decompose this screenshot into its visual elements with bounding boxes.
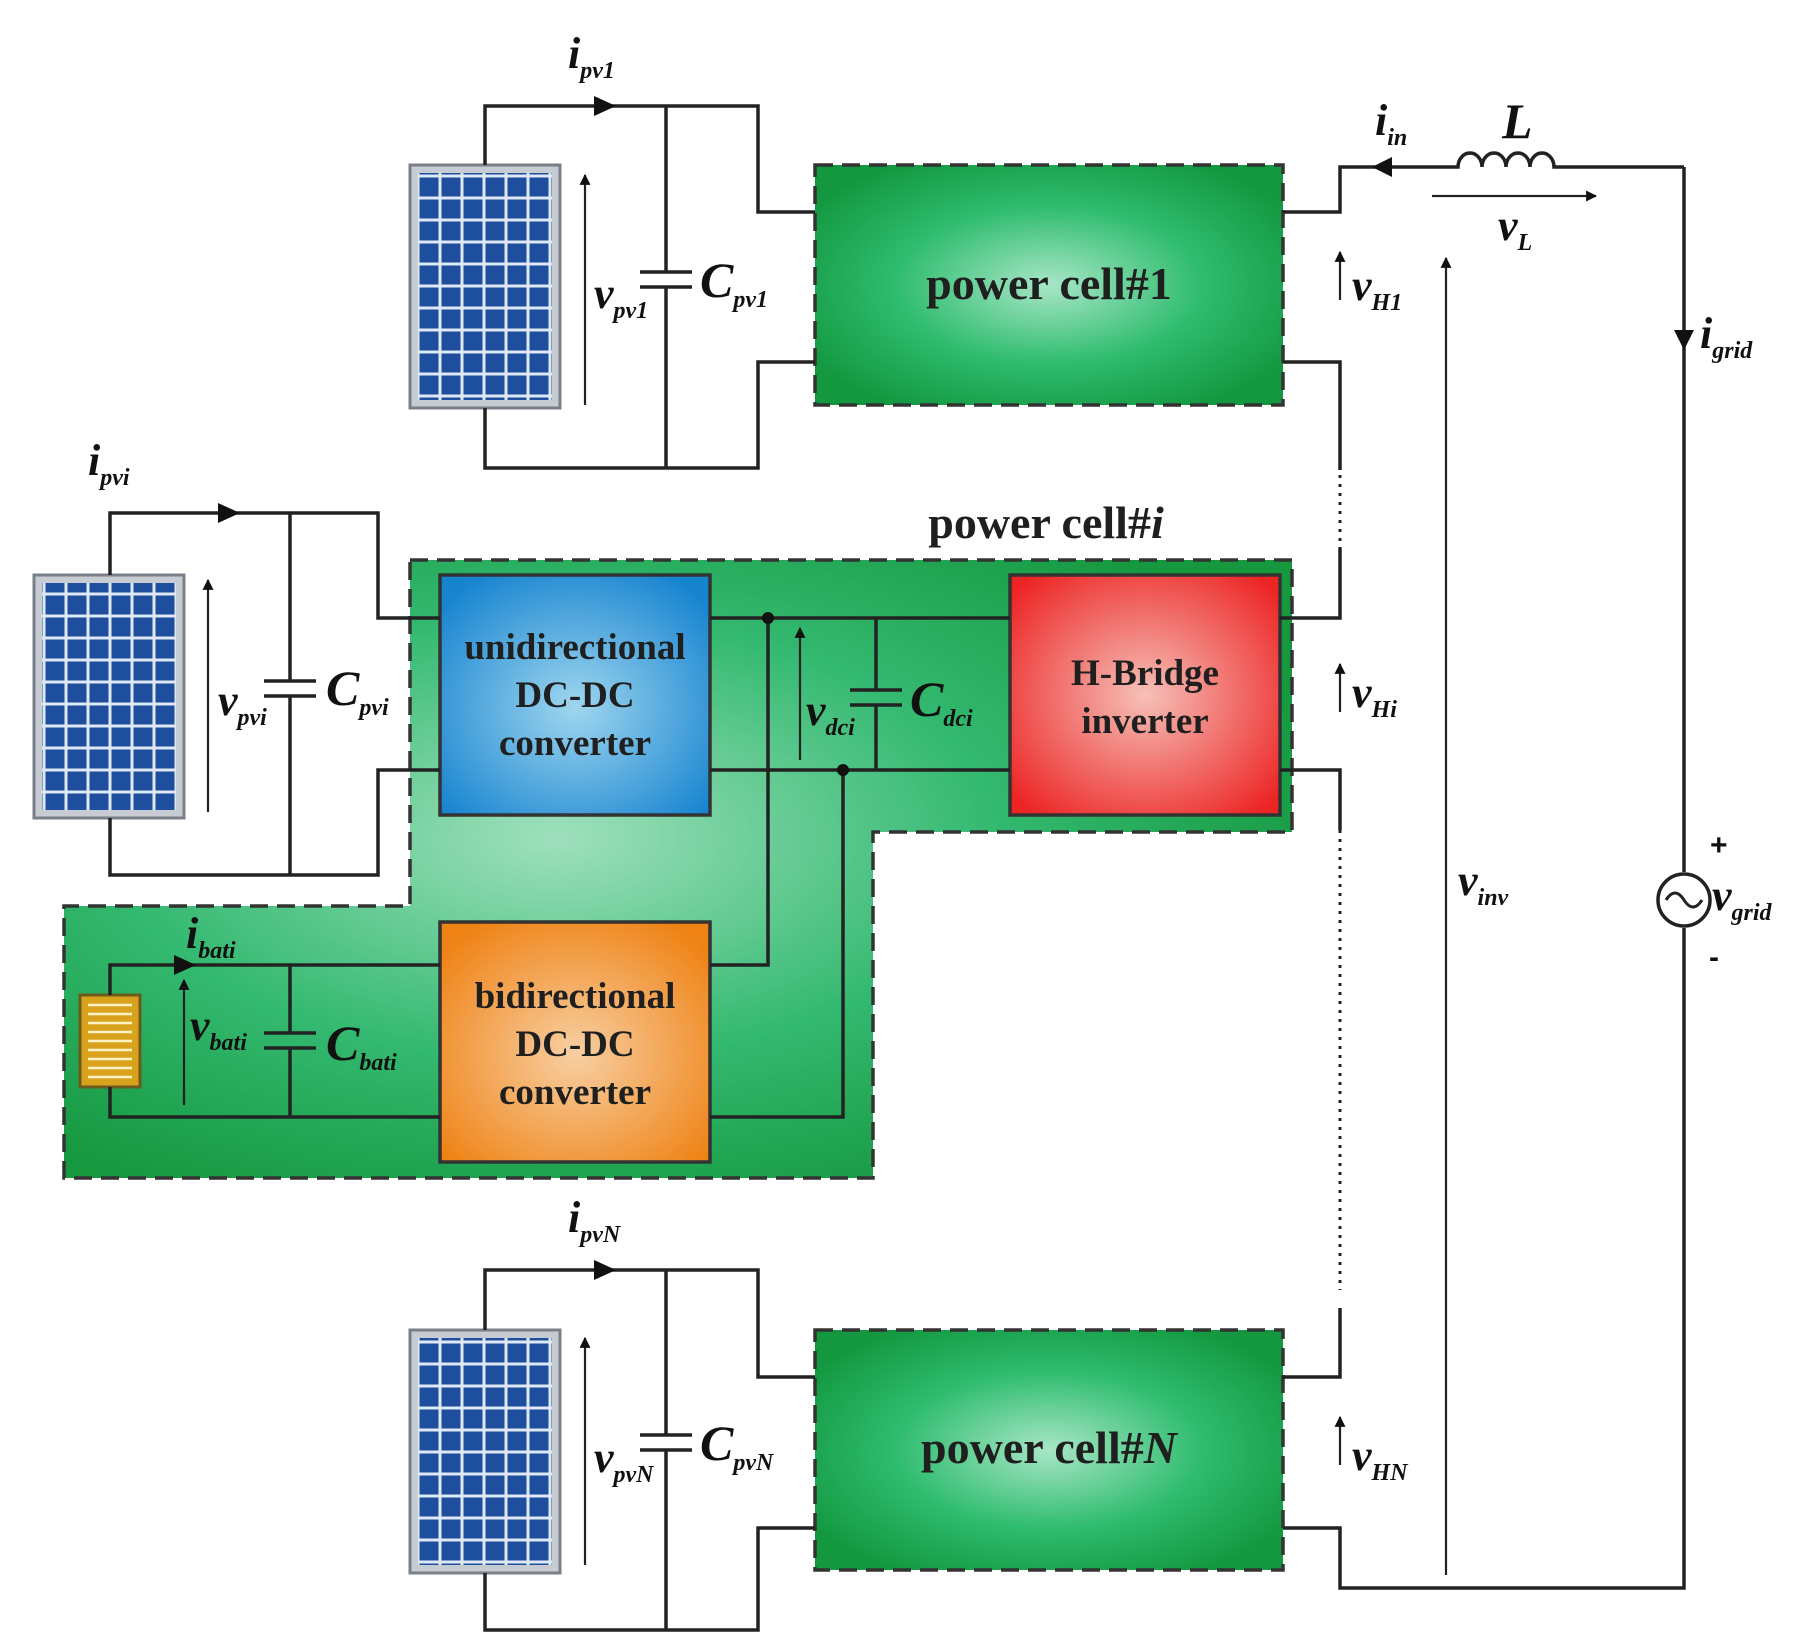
i-bati-label: ibati (186, 909, 236, 964)
h-bridge-inverter-label-1: H-Bridge (1071, 653, 1219, 694)
bidirectional-converter-label-2: DC-DC (515, 1024, 634, 1065)
bidirectional-converter-box (438, 920, 712, 1164)
pv1-wiring (483, 104, 1452, 470)
pv-panel-i (32, 573, 186, 820)
v-pv1-label: vpv1 (594, 269, 648, 324)
h-bridge-inverter-box (1008, 573, 1282, 817)
pv-panel-1 (408, 163, 562, 410)
i-pv1-arrow (594, 96, 616, 116)
i-in-arrow (1372, 157, 1392, 177)
grid-source-icon (1656, 872, 1712, 928)
dc-link-node-top (762, 612, 774, 624)
v-Hi-label: vHi (1352, 668, 1397, 723)
v-H1-label: vH1 (1352, 261, 1402, 316)
C-bati-label: Cbati (326, 1015, 397, 1076)
pvi-wiring (108, 511, 1342, 1119)
pv-panel-N (408, 1328, 562, 1575)
bidirectional-converter-label-1: bidirectional (475, 976, 676, 1017)
i-pvN-label: ipvN (568, 1193, 622, 1248)
grid-minus-label: - (1709, 941, 1719, 974)
h-bridge-inverter-label-2: inverter (1081, 701, 1208, 742)
battery-wiring (108, 963, 440, 1119)
v-pvi-label: vpvi (218, 676, 267, 731)
dc-link-node-bottom (837, 764, 849, 776)
v-HN-label: vHN (1352, 1431, 1409, 1486)
bidirectional-converter-label-3: converter (499, 1072, 651, 1113)
i-grid-label: igrid (1700, 309, 1753, 364)
power-cell-i-region (62, 558, 1294, 1180)
unidirectional-converter-box (438, 573, 712, 817)
C-dci-label: Cdci (910, 671, 973, 732)
C-pvN-label: CpvN (700, 1415, 775, 1476)
i-in-label: iin (1375, 96, 1407, 151)
unidirectional-converter-label-3: converter (499, 723, 651, 764)
power-cell-1-label: power cell#1 (926, 258, 1172, 309)
v-dci-label: vdci (806, 686, 855, 741)
i-pvi-label: ipvi (88, 436, 130, 491)
power-cell-i-label: power cell#i (928, 497, 1164, 548)
v-bati-label: vbati (190, 1001, 247, 1056)
unidirectional-converter-label-1: unidirectional (464, 627, 685, 668)
unidirectional-converter-label-2: DC-DC (515, 675, 634, 716)
power-cell-1-box (813, 163, 1285, 407)
i-pv1-label: ipv1 (568, 29, 615, 84)
v-grid-label: vgrid (1712, 871, 1773, 926)
i-bati-arrow (174, 955, 196, 975)
v-inv-label: vinv (1458, 856, 1509, 911)
i-grid-arrow (1674, 330, 1694, 350)
C-pvi-label: Cpvi (326, 660, 389, 721)
power-cell-N-label: power cell#N (921, 1422, 1179, 1473)
power-cell-N-box (813, 1328, 1285, 1572)
i-pvN-arrow (594, 1260, 616, 1280)
inductor (1452, 151, 1684, 169)
C-pv1-label: Cpv1 (700, 252, 768, 313)
battery (78, 993, 142, 1089)
L-label: L (1501, 93, 1533, 149)
grid-plus-label: + (1710, 829, 1728, 862)
pvN-wiring (483, 167, 1686, 1632)
v-L-label: vL (1498, 201, 1532, 256)
i-pvi-arrow (218, 503, 240, 523)
v-pvN-label: vpvN (594, 1433, 655, 1488)
